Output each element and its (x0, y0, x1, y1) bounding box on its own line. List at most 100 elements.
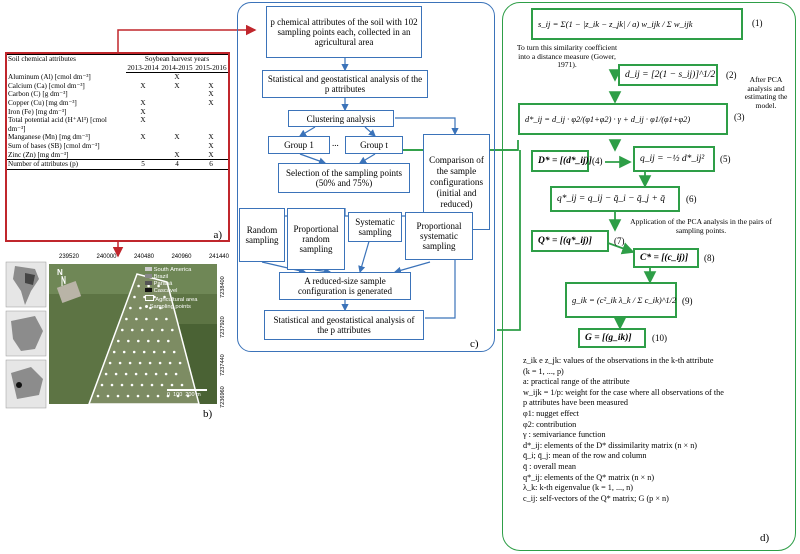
legend-line: q*_ij: elements of the Q* matrix (n × n) (523, 472, 655, 482)
equation-8: C* = [(c_ij)] (640, 253, 689, 263)
year-mark: X (174, 150, 180, 159)
sampling-point (161, 328, 164, 332)
equation-number: (8) (704, 253, 715, 263)
north-arrow-icon: N (57, 268, 63, 277)
flow-arrow (358, 237, 371, 274)
legend-line: q̄ : overall mean (523, 461, 576, 471)
sampling-point (117, 339, 120, 343)
scale-label: 200 m (185, 392, 201, 398)
flow-arrow (395, 117, 459, 136)
y-tick: 7237920 (220, 316, 226, 338)
year-mark: X (140, 133, 146, 142)
sampling-point (125, 317, 128, 321)
equation-6: q*_ij = q_ij − q̄_i − q̄_j + q̄ (557, 194, 665, 204)
year-mark: X (208, 150, 214, 159)
sampling-point (165, 317, 168, 321)
x-tick: 241440 (208, 254, 229, 260)
locator-maps (5, 261, 47, 411)
attribute-name: Total potential acid (H⁺Al³) [cmol dm⁻³] (8, 116, 107, 133)
x-tick: 240960 (171, 254, 192, 260)
legend-line: λ_k: k-th eigenvalue (k = 1, ..., n) (523, 483, 633, 493)
legend-item: Sampling points (149, 304, 191, 310)
sampling-point (159, 306, 162, 310)
attribute-name: Iron (Fe) [mg dm⁻³] (8, 107, 67, 116)
sampling-point (150, 383, 154, 387)
legend-line: (k = 1, ..., p) (523, 366, 564, 376)
equation-number: (1) (752, 18, 763, 28)
flow-arrow (358, 153, 376, 164)
sampling-point (180, 383, 184, 387)
flow-box-group-1: Group 1 (268, 136, 330, 154)
legend-item: South America (153, 267, 192, 273)
flow-arrow (261, 261, 307, 275)
note-pca-pairs: Application of the PCA analysis in the p… (630, 217, 772, 235)
equation-3: d*_ij = d_ij · φ2/(φ1+φ2) · γ + d_ij · φ… (525, 114, 691, 124)
sampling-point (134, 372, 138, 376)
year-mark: X (208, 81, 214, 90)
map-y-ticks: 7238400 7237920 7237440 7236960 (218, 268, 230, 408)
table-header-attributes: Soil chemical attributes (7, 53, 126, 73)
sampling-point (104, 372, 108, 376)
year-header: 2015-2016 (194, 63, 228, 74)
x-tick: 239520 (59, 254, 80, 260)
year-mark: X (174, 81, 180, 90)
satellite-image: South America Brazil Paraná Cascavel Agr… (49, 264, 217, 404)
sampling-point (142, 350, 146, 354)
year-mark: X (208, 133, 214, 142)
total-value: 5 (126, 159, 160, 170)
year-mark: X (208, 98, 214, 107)
sampling-point (168, 361, 172, 365)
south-america-map (5, 261, 47, 409)
sampling-point (141, 328, 144, 332)
sampling-point (137, 284, 140, 288)
symbols-legend: z_ik e z_jk: values of the observations … (523, 356, 793, 504)
group-ellipsis: ... (332, 138, 339, 148)
legend-line: φ1: nugget effect (523, 408, 579, 418)
table-row: Carbon (C) [g dm⁻³]X (7, 90, 228, 99)
sampling-point (147, 284, 150, 288)
sampling-point (152, 350, 156, 354)
flow-box-proportional-random: Proportional random sampling (287, 208, 345, 270)
legend-line: c_ij: self-vectors of the Q* matrix; G (… (523, 493, 669, 503)
table-row: Zinc (Zn) [mg dm⁻³] X X (7, 151, 228, 160)
total-value: 4 (160, 159, 194, 170)
equation-8-box: C* = [(c_ij)] (633, 248, 699, 268)
equation-number: (7) (614, 236, 625, 246)
sampling-point (127, 339, 130, 343)
sampling-point (157, 339, 160, 343)
methodology-flowchart (237, 2, 495, 352)
equation-10-box: G = [(g_ik)] (578, 328, 646, 348)
attribute-name: Sum of bases (SB) [cmol dm⁻³] (8, 141, 100, 150)
green-arrow (607, 242, 635, 255)
equation-5: q_ij = −½ d*_ij² (640, 154, 705, 164)
sampling-point (126, 394, 130, 398)
sampling-point (164, 372, 168, 376)
flow-box-statistical-analysis: Statistical and geostatistical analysis … (262, 70, 428, 98)
flow-arrow (298, 126, 316, 137)
attribute-name: Zinc (Zn) [mg dm⁻³] (8, 150, 69, 159)
sampling-point (167, 339, 170, 343)
equation-number: (6) (686, 194, 697, 204)
note-pca: After PCA analysis and estimating the mo… (744, 75, 788, 110)
soil-attributes-table-panel: Soil chemical attributes Soybean harvest… (5, 52, 230, 242)
x-tick: 240480 (133, 254, 154, 260)
y-tick: 7237440 (220, 354, 226, 376)
legend-item: Paraná (153, 281, 173, 287)
sampling-point (132, 350, 136, 354)
equation-4-box: D* = [(d*_ij)] (531, 150, 592, 172)
panel-label-a: a) (213, 229, 222, 241)
sampling-point (174, 372, 178, 376)
equation-1-box: s_ij = Σ(1 − |z_ik − z_jk| / a) w_ijk / … (531, 8, 743, 40)
y-tick: 7238400 (220, 276, 226, 298)
sampling-point (160, 383, 164, 387)
year-header: 2013-2014 (126, 63, 160, 74)
table-header-years: Soybean harvest years (126, 53, 228, 64)
attribute-name: Calcium (Ca) [cmol dm⁻³] (8, 81, 85, 90)
y-tick: 7236960 (220, 386, 226, 408)
total-value: 6 (194, 159, 228, 170)
sampling-point (124, 372, 128, 376)
equation-2-box: d_ij = [2(1 − s_ij)]^1/2 (618, 64, 718, 86)
equation-10: G = [(g_ik)] (585, 333, 632, 343)
sampling-point (162, 350, 166, 354)
